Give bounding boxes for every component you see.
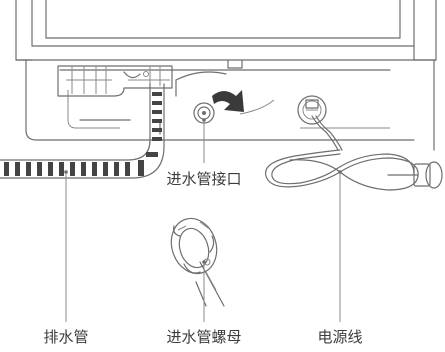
leader-lines xyxy=(64,118,342,322)
drain-hose-bracket xyxy=(57,65,173,97)
hose-rib xyxy=(146,152,158,157)
hose-rib xyxy=(152,137,162,141)
hose-rib xyxy=(26,162,31,176)
hose-rib xyxy=(152,128,162,132)
power-cord-socket xyxy=(297,95,327,125)
label-inlet-port: 进水管接口 xyxy=(166,170,242,188)
machine-upper-frame xyxy=(15,0,437,69)
hose-rib xyxy=(59,162,64,176)
drain-hose-ribs xyxy=(4,92,162,176)
hose-rib xyxy=(152,92,162,96)
hose-rib xyxy=(48,162,53,176)
turn-direction-arrow-icon xyxy=(212,90,244,112)
hose-rib xyxy=(4,162,9,176)
hose-rib xyxy=(138,160,144,176)
machine-lower-housing xyxy=(25,59,435,151)
power-plug xyxy=(387,161,443,189)
hose-rib xyxy=(152,119,162,123)
drain-hose xyxy=(0,83,165,179)
hose-rib xyxy=(114,162,119,176)
hose-rib xyxy=(125,162,130,176)
label-power-cord: 电源线 xyxy=(317,328,363,346)
power-cord xyxy=(264,115,419,191)
hose-rib xyxy=(81,162,86,176)
hose-rib xyxy=(152,110,162,114)
label-inlet-nut: 进水管螺母 xyxy=(166,328,242,346)
inlet-nut xyxy=(170,217,225,307)
hose-rib xyxy=(92,162,97,176)
hose-rib xyxy=(37,162,42,176)
hose-rib xyxy=(152,101,162,105)
hose-rib xyxy=(15,162,20,176)
hose-rib xyxy=(103,162,108,176)
label-drain-hose: 排水管 xyxy=(43,328,89,346)
hose-rib xyxy=(70,162,75,176)
